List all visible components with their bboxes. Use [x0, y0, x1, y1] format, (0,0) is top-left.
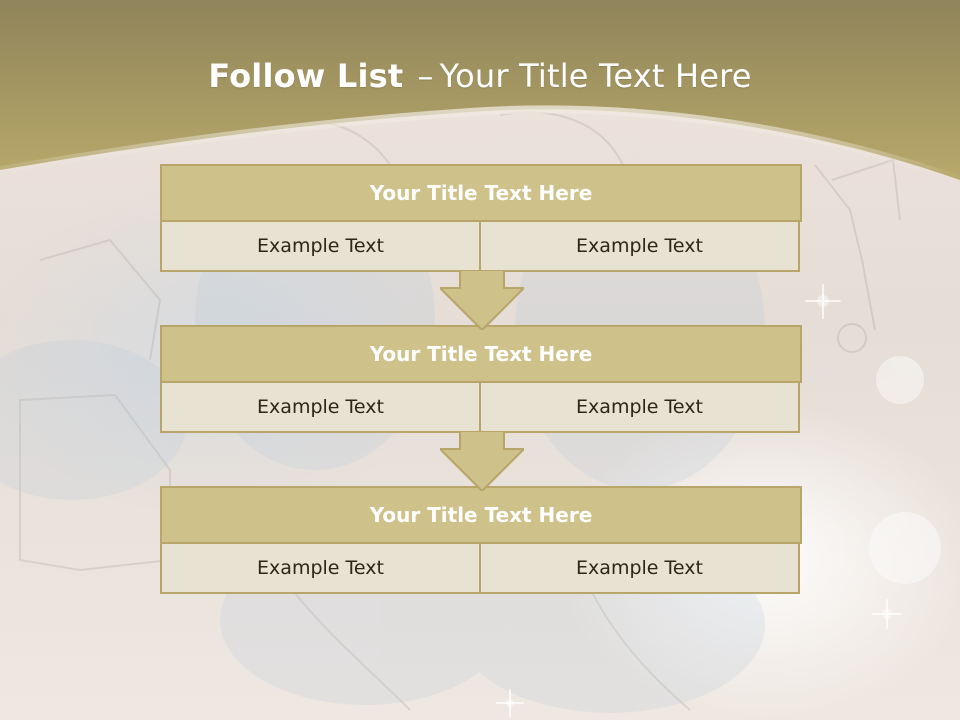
step-3-right-text: Example Text	[481, 542, 800, 594]
step-2-row: Example Text Example Text	[160, 381, 802, 433]
title-separator: –	[417, 57, 434, 95]
step-2: Your Title Text Here Example Text Exampl…	[160, 325, 802, 433]
step-3-left-text: Example Text	[160, 542, 481, 594]
step-2-title: Your Title Text Here	[160, 325, 802, 383]
step-1-right-text: Example Text	[481, 220, 800, 272]
step-3: Your Title Text Here Example Text Exampl…	[160, 486, 802, 594]
follow-list-diagram: Your Title Text Here Example Text Exampl…	[160, 164, 802, 594]
step-2-right-text: Example Text	[481, 381, 800, 433]
step-3-row: Example Text Example Text	[160, 542, 802, 594]
down-arrow-icon	[440, 431, 524, 491]
title-rest: Your Title Text Here	[439, 57, 752, 95]
step-1: Your Title Text Here Example Text Exampl…	[160, 164, 802, 272]
step-1-title: Your Title Text Here	[160, 164, 802, 222]
step-2-left-text: Example Text	[160, 381, 481, 433]
down-arrow-icon	[440, 270, 524, 330]
header-band	[0, 0, 960, 180]
title-bold: Follow List	[208, 57, 404, 95]
page-title: Follow List–Your Title Text Here	[0, 56, 960, 96]
step-1-row: Example Text Example Text	[160, 220, 802, 272]
step-1-left-text: Example Text	[160, 220, 481, 272]
step-3-title: Your Title Text Here	[160, 486, 802, 544]
